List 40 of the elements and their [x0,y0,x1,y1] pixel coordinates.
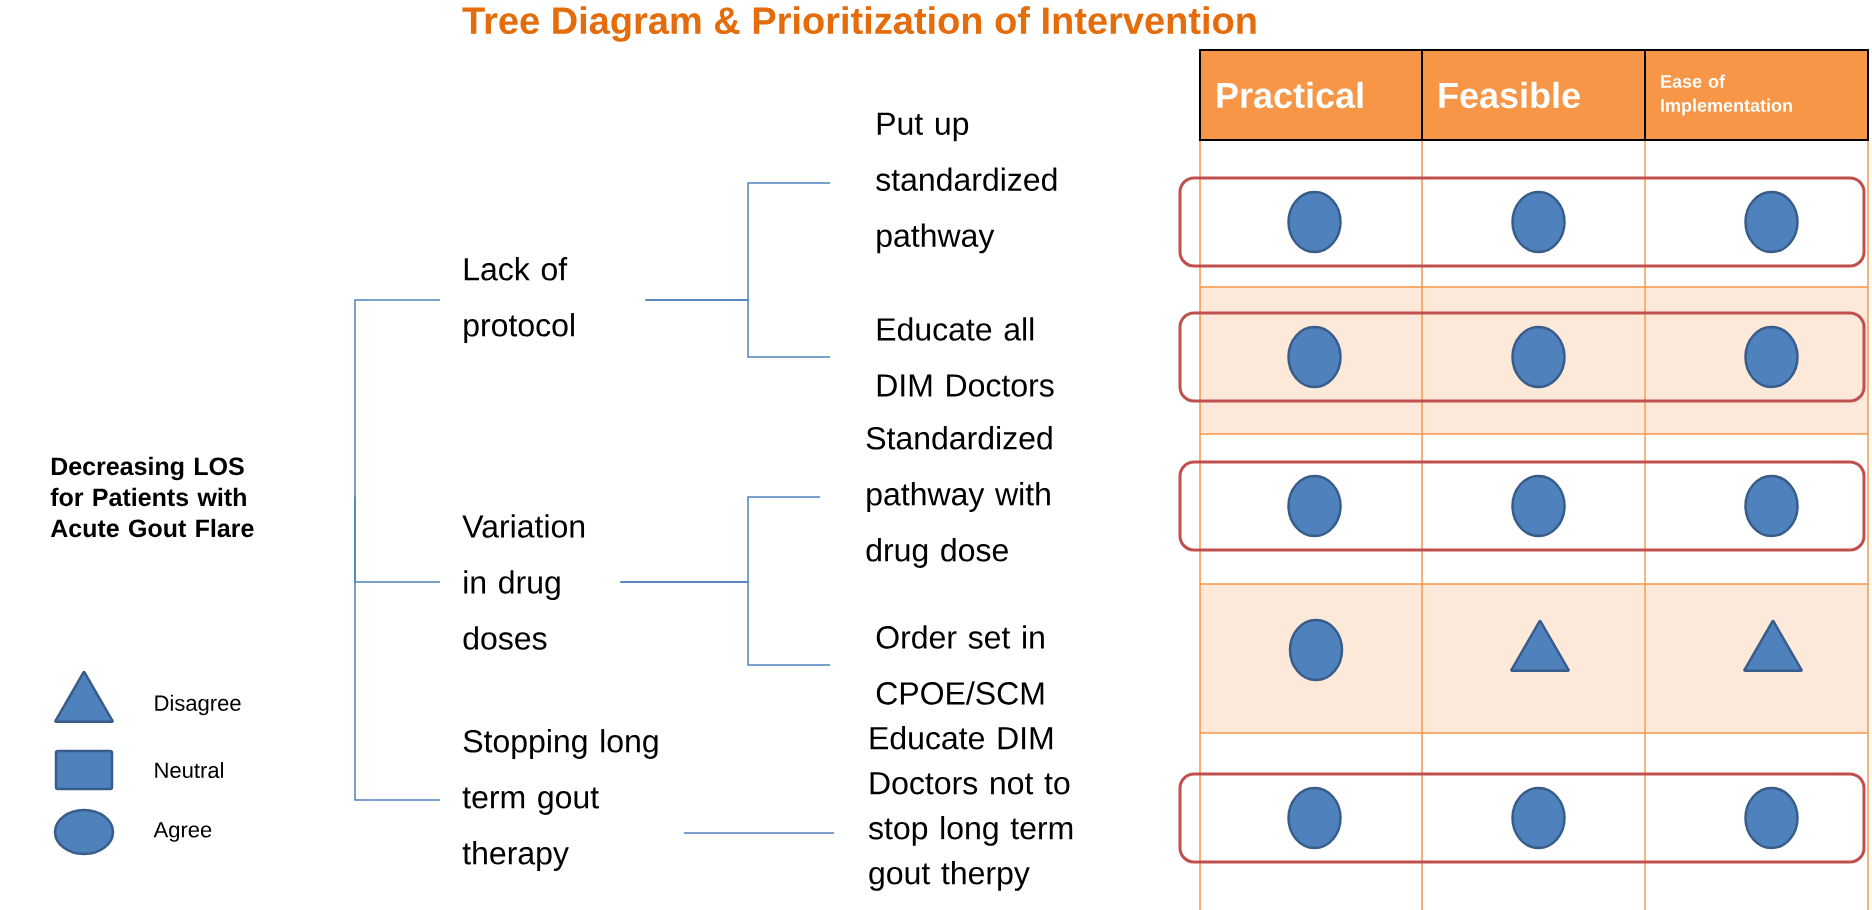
header-cell: Practical [1199,49,1423,141]
rating-ellipse [1287,474,1342,538]
header-cell: Ease of Implementation [1644,49,1869,141]
header-cell: Feasible [1421,49,1646,141]
intervention-text: Put up standardized pathway [876,112,1057,254]
rating-triangle [1510,619,1570,672]
rating-ellipse [1744,786,1799,850]
rating-ellipse [1511,474,1566,538]
rating-ellipse [1287,325,1342,389]
connector-line [644,299,831,358]
rating-ellipse [1287,786,1342,850]
legend-text: Neutral [155,761,223,779]
cause-text: Stopping long term gout therapy [462,729,658,871]
intervention-text: Standardized pathway with drug dose [866,426,1052,568]
connector-line [354,496,441,801]
rating-ellipse [1287,190,1342,254]
rating-ellipse [1744,190,1799,254]
intervention-text: Order set in CPOE/SCM [876,625,1044,705]
intervention-text: Educate DIM Doctors not to stop long term gout therpy [868,726,1073,891]
root-text: Decreasing LOS for Patients with Acute Gout Flare [50,456,254,538]
highlight-frame [1178,311,1866,403]
rating-ellipse [1511,190,1566,254]
rating-ellipse [1744,474,1799,538]
connector-line [683,832,835,834]
rating-triangle [1743,619,1803,672]
rating-ellipse [1511,786,1566,850]
highlight-frame [1178,772,1866,864]
legend-text: Disagree [155,694,241,716]
connector-line [354,299,441,498]
connector-line [619,581,831,666]
cause-text: Variation in drug doses [462,514,585,650]
title: Tree Diagram & Prioritization of Intervention [462,6,1256,42]
legend-text: Agree [153,822,212,842]
rating-ellipse [1288,618,1344,682]
cause-text: Lack of protocol [464,257,574,343]
rating-ellipse [1511,325,1566,389]
highlight-frame [1178,176,1866,268]
highlight-frame [1178,460,1866,552]
rating-ellipse [1744,325,1799,389]
intervention-text: Educate all DIM Doctors [877,317,1054,397]
